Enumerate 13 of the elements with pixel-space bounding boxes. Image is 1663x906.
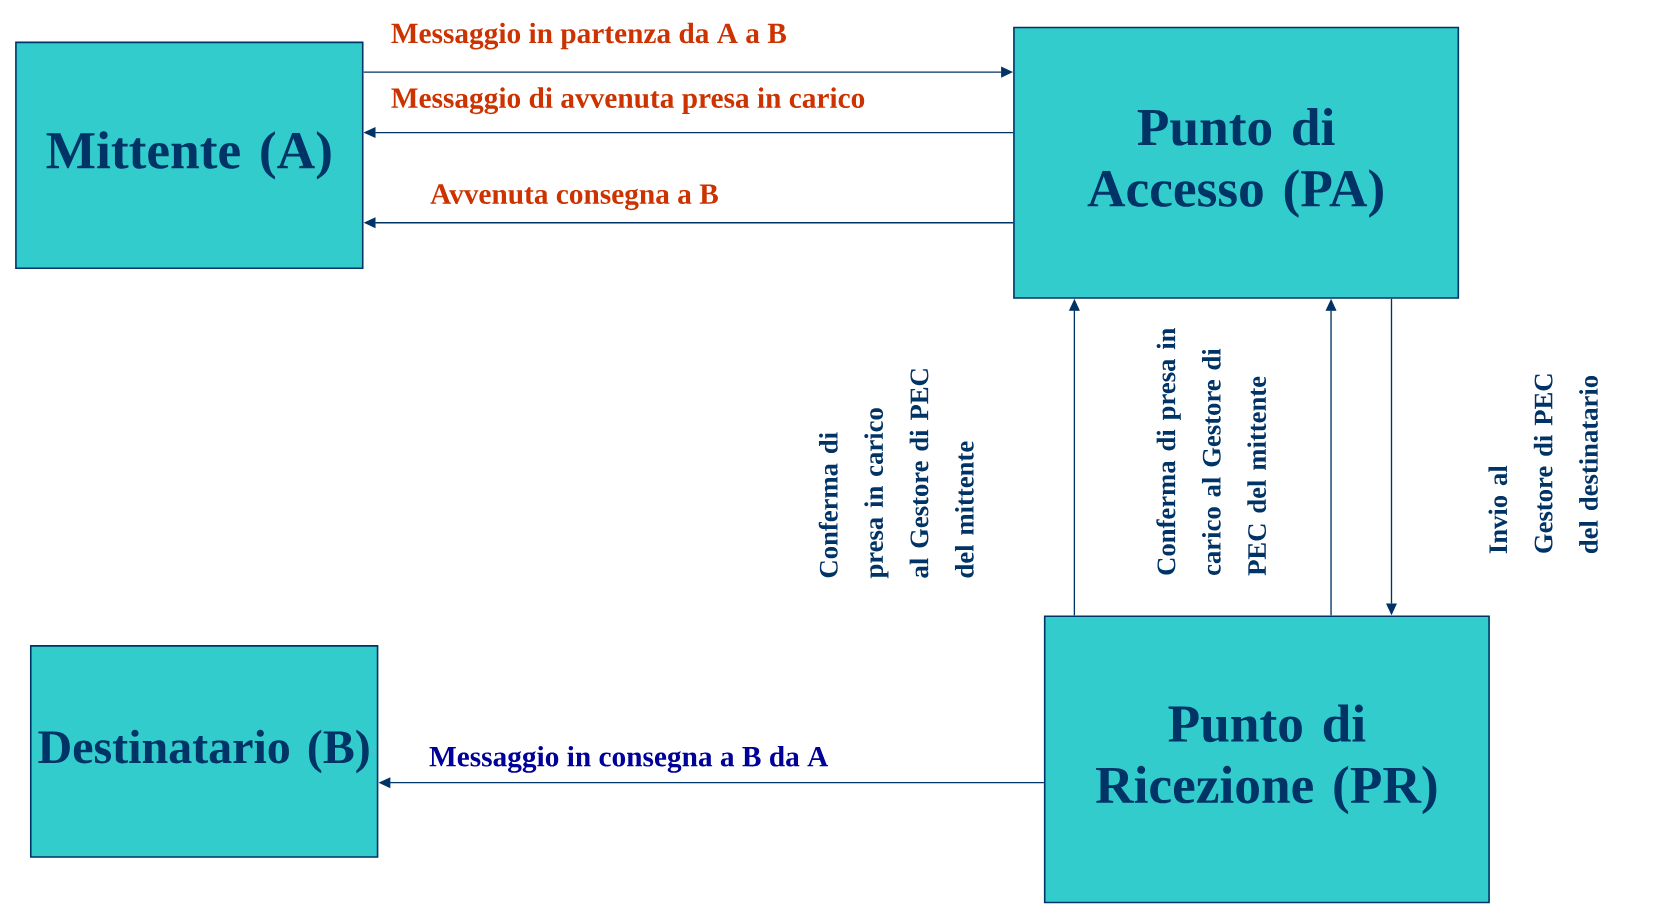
arrow xyxy=(1068,299,1080,617)
process-box: Punto di Accesso (PA) xyxy=(1013,26,1460,299)
process-box: Punto di Ricezione (PR) xyxy=(1043,615,1490,904)
edge-label: Conferma di presa in carico al Gestore di PEC del mittente xyxy=(817,359,976,580)
edge-label: Messaggio in partenza da A a B xyxy=(389,21,789,51)
arrow xyxy=(1325,299,1337,617)
edge-label: Conferma di presa in carico al Gestore di PEC del mittente xyxy=(1155,320,1268,578)
edge-label: Avvenuta consegna a B xyxy=(428,183,721,212)
edge-label: Messaggio di avvenuta presa in carico xyxy=(389,86,867,116)
edge-label: Messaggio in consegna a B da A xyxy=(427,744,830,775)
process-box: Mittente (A) xyxy=(15,41,364,270)
edge-label: Invio al Gestore di PEC del destinatario xyxy=(1487,367,1600,556)
process-box: Destinatario (B) xyxy=(29,645,379,858)
